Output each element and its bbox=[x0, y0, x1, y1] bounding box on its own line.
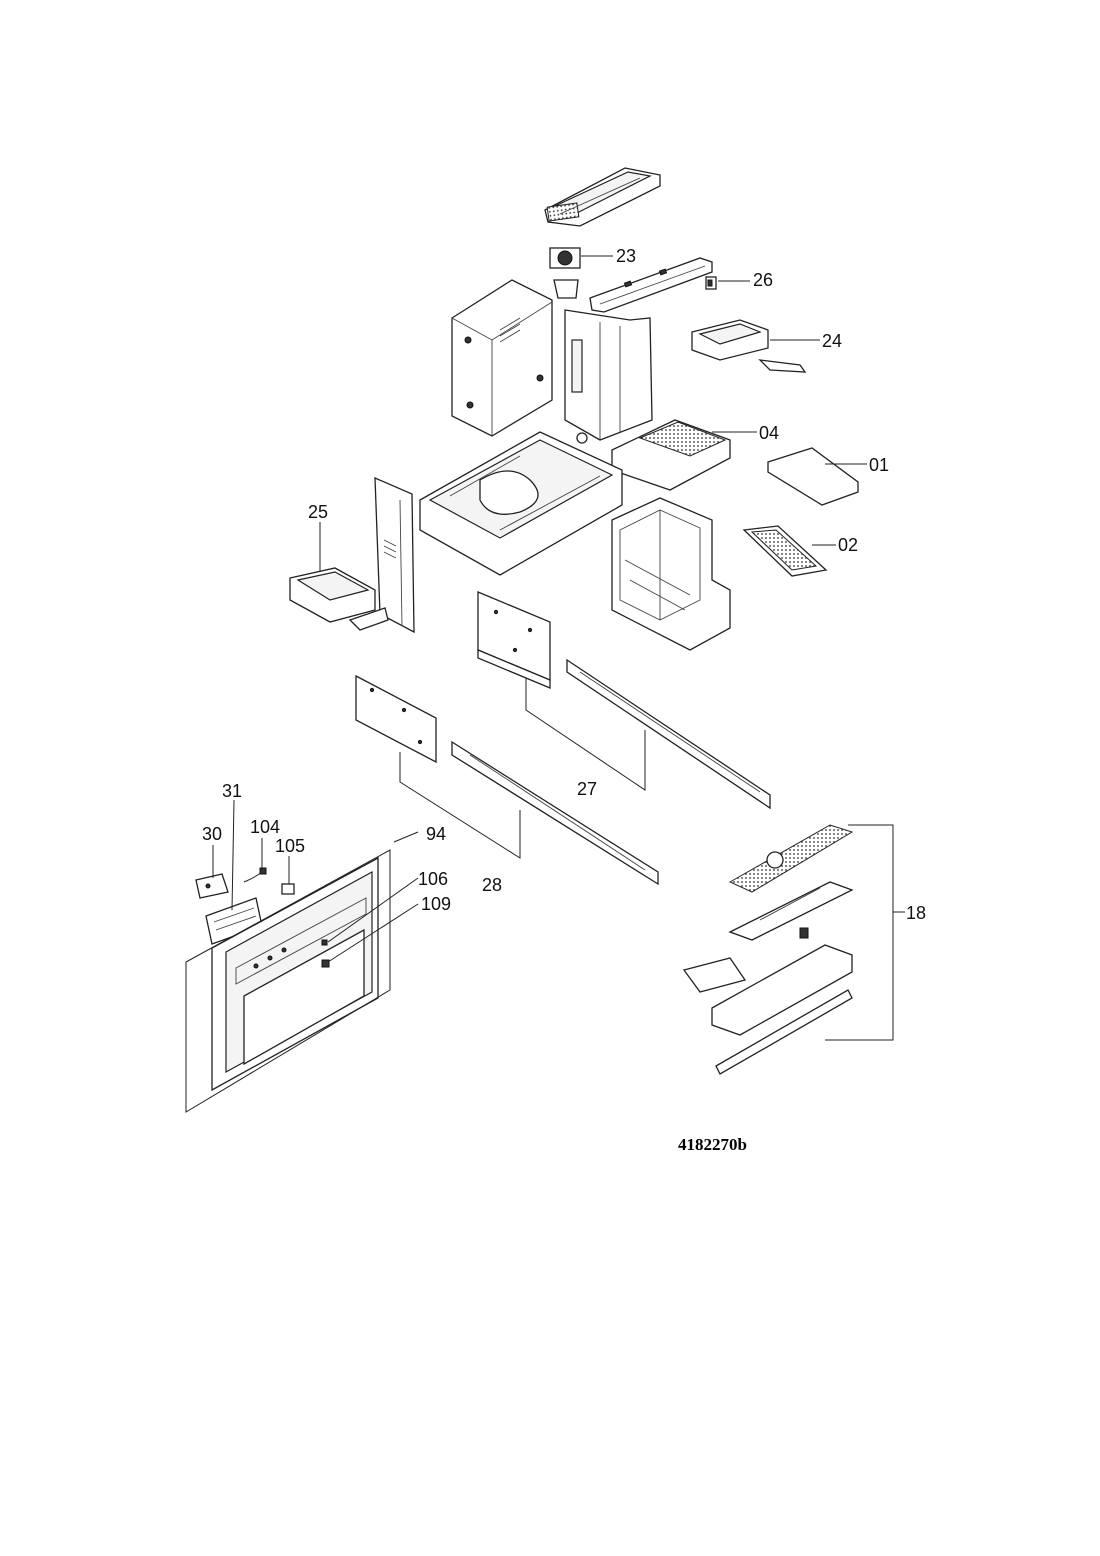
cover-part-04 bbox=[611, 419, 757, 491]
side-panel-part-27 bbox=[477, 591, 551, 689]
label-105: 105 bbox=[275, 836, 305, 856]
label-18: 18 bbox=[906, 903, 926, 923]
front-panel-part-94 bbox=[185, 831, 419, 1113]
label-104: 104 bbox=[250, 817, 280, 837]
top-handle-part bbox=[544, 167, 661, 227]
module-part-30 bbox=[195, 845, 229, 899]
label-106: 106 bbox=[418, 869, 448, 889]
label-27: 27 bbox=[577, 779, 597, 799]
label-01: 01 bbox=[869, 455, 889, 475]
drip-tray-rail-part bbox=[715, 989, 853, 1075]
left-side-panel bbox=[374, 476, 415, 634]
fan-part-23 bbox=[549, 247, 613, 299]
label-24: 24 bbox=[822, 331, 842, 351]
label-25: 25 bbox=[308, 502, 328, 522]
label-26: 26 bbox=[753, 270, 773, 290]
rear-housing-panel bbox=[564, 309, 653, 444]
left-housing-panel bbox=[451, 279, 553, 437]
label-30: 30 bbox=[202, 824, 222, 844]
tray-part-25 bbox=[289, 522, 389, 631]
side-panel-part-28 bbox=[355, 674, 437, 764]
rail-part-28 bbox=[399, 740, 659, 886]
drip-grid-part bbox=[728, 824, 854, 893]
label-31: 31 bbox=[222, 781, 242, 801]
label-23: 23 bbox=[616, 246, 636, 266]
upper-bracket-part bbox=[589, 257, 713, 313]
label-02: 02 bbox=[838, 535, 858, 555]
base-frame-part bbox=[419, 431, 623, 576]
tray-part-24 bbox=[691, 319, 820, 373]
bracket-18 bbox=[825, 824, 905, 1041]
grid-part-02 bbox=[742, 525, 836, 577]
label-28: 28 bbox=[482, 875, 502, 895]
label-04: 04 bbox=[759, 423, 779, 443]
panel-part-01 bbox=[767, 447, 867, 506]
figure-code: 4182270b bbox=[678, 1135, 747, 1154]
clip-part-26 bbox=[705, 276, 750, 290]
brewing-unit-frame bbox=[611, 497, 731, 651]
rail-part-27 bbox=[525, 658, 771, 810]
drip-tray-base-part bbox=[682, 944, 853, 1036]
sensor-part-105 bbox=[281, 856, 295, 895]
label-94: 94 bbox=[426, 824, 446, 844]
label-109: 109 bbox=[421, 894, 451, 914]
cable-part-104 bbox=[243, 838, 267, 883]
drip-tray-cover-part bbox=[728, 881, 854, 941]
